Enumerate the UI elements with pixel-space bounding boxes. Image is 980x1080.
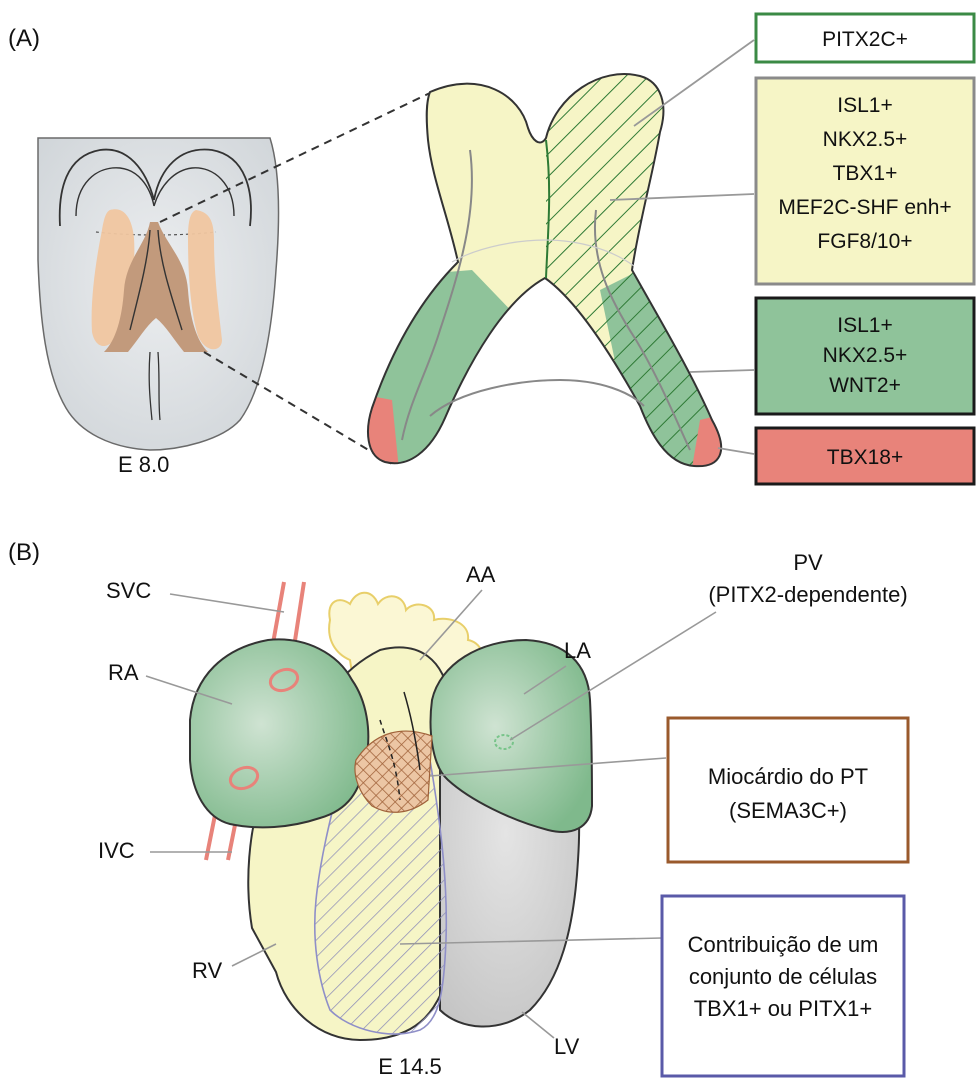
connector-wnt2	[690, 370, 754, 372]
label-rv: RV	[192, 958, 222, 983]
heart-e14-illustration	[190, 582, 592, 1040]
cardiac-crescent-detail	[340, 60, 740, 480]
box-shf-line-2: NKX2.5+	[823, 128, 908, 151]
label-ra: RA	[108, 660, 139, 685]
label-lv: LV	[554, 1034, 580, 1059]
label-pv-line-1: PV	[793, 550, 823, 575]
leader-svc	[170, 594, 284, 612]
stage-label-e14: E 14.5	[378, 1054, 442, 1079]
box-shf-line-3: TBX1+	[833, 162, 898, 185]
label-la: LA	[564, 638, 591, 663]
panel-a-label: (A)	[8, 25, 40, 52]
box-wnt2-line-3: WNT2+	[829, 374, 901, 397]
box-pitx2c-line-1: PITX2C+	[822, 28, 908, 51]
box-contribution-line-3: TBX1+ ou PITX1+	[694, 996, 873, 1021]
box-pt-line-2: (SEMA3C+)	[729, 798, 847, 823]
box-contribution: Contribuição de um conjunto de células T…	[662, 896, 904, 1076]
label-pv-line-2: (PITX2-dependente)	[708, 582, 907, 607]
label-svc: SVC	[106, 578, 151, 603]
box-wnt2-line-2: NKX2.5+	[823, 344, 908, 367]
label-ivc: IVC	[98, 838, 135, 863]
box-shf-line-4: MEF2C-SHF enh+	[778, 196, 951, 219]
box-contribution-line-2: conjunto de células	[689, 964, 877, 989]
label-aa: AA	[466, 562, 496, 587]
box-wnt2-markers: ISL1+ NKX2.5+ WNT2+	[756, 298, 974, 414]
box-pitx2c: PITX2C+	[756, 14, 974, 62]
embryo-e8-illustration	[38, 138, 278, 450]
panel-b-label: (B)	[8, 539, 40, 566]
box-shf-line-5: FGF8/10+	[817, 230, 912, 253]
box-tbx18: TBX18+	[756, 428, 974, 484]
box-tbx18-line-1: TBX18+	[827, 446, 903, 469]
stage-label-e8: E 8.0	[118, 452, 169, 477]
box-shf-markers: ISL1+ NKX2.5+ TBX1+ MEF2C-SHF enh+ FGF8/…	[756, 78, 974, 284]
connector-tbx18	[718, 448, 754, 454]
box-pt-myocardium: Miocárdio do PT (SEMA3C+)	[668, 718, 908, 862]
box-contribution-line-1: Contribuição de um	[688, 932, 879, 957]
box-pt-line-1: Miocárdio do PT	[708, 764, 868, 789]
box-wnt2-line-1: ISL1+	[837, 314, 892, 337]
box-shf-line-1: ISL1+	[837, 94, 892, 117]
leader-lv	[522, 1012, 554, 1038]
